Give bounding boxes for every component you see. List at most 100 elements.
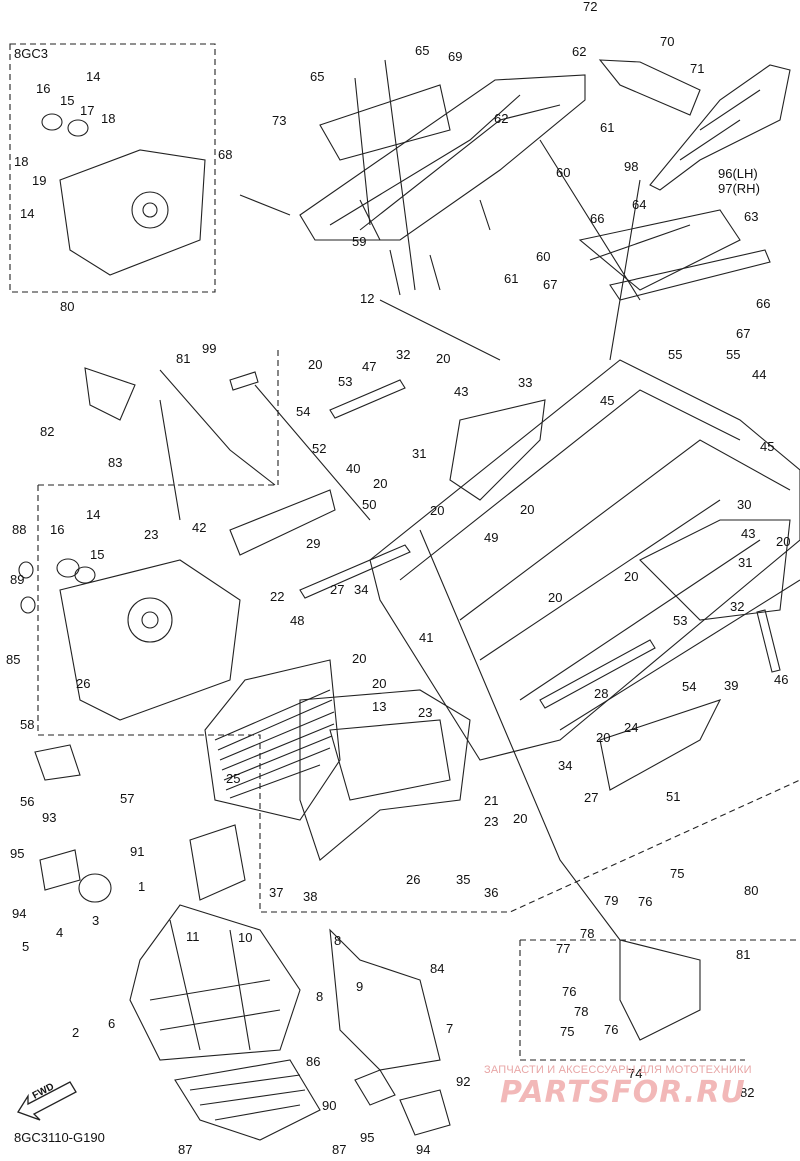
callout-29: 29 [306,536,321,551]
callout-65: 65 [415,43,430,58]
callout-5: 5 [22,939,30,954]
callout-28: 28 [594,686,609,701]
running-board-51 [599,699,722,791]
callout-8: 8 [316,989,324,1004]
callout-20: 20 [430,503,445,518]
callout-73: 73 [272,113,287,128]
callout-46: 46 [774,672,789,687]
callout-38: 38 [303,889,318,904]
callout-95: 95 [10,846,25,861]
callout-1: 1 [138,879,146,894]
callout-4: 4 [56,925,64,940]
callout-87: 87 [332,1142,347,1157]
callout-76: 76 [638,894,653,909]
callout-77: 77 [556,941,571,956]
callout-98: 98 [624,159,639,174]
callout-53: 53 [673,613,688,628]
callout-82: 82 [40,424,55,439]
callout-55: 55 [726,347,741,362]
callout-62: 62 [494,111,509,126]
callout-20: 20 [436,351,451,366]
callout-16: 16 [36,81,51,96]
callout-20: 20 [373,476,388,491]
part-91 [78,873,112,903]
callout-23: 23 [484,814,499,829]
callout-54: 54 [296,404,311,419]
part-90 [354,1069,396,1106]
callout-47: 47 [362,359,377,374]
plate-33 [449,399,546,501]
front-frame-1 [129,904,301,1061]
callout-14: 14 [86,507,101,522]
callout-36: 36 [484,885,499,900]
bracket-7 [329,928,441,1071]
callout-31: 31 [738,555,753,570]
watermark-brand: PARTSFOR.RU [500,1075,746,1110]
label-99 [229,371,259,391]
callout-64: 64 [632,197,647,212]
callout-11: 11 [186,929,200,944]
callout-14: 14 [20,206,35,221]
callout-18: 18 [101,111,116,126]
callout-75: 75 [560,1024,575,1039]
callout-78: 78 [580,926,595,941]
callout-86: 86 [306,1054,321,1069]
callout-82: 82 [740,1085,755,1100]
callout-55: 55 [668,347,683,362]
inset-box-subframe [519,939,800,1061]
callout-43: 43 [454,384,469,399]
inset-box-8gc3 [9,43,216,293]
callout-93: 93 [42,810,57,825]
callout-76: 76 [562,984,577,999]
inset-model-label: 8GC3 [14,46,48,61]
callout-54: 54 [682,679,697,694]
callout-90: 90 [322,1098,337,1113]
callout-26: 26 [406,872,421,887]
callout-6: 6 [108,1016,116,1031]
callout-20: 20 [308,357,323,372]
diagram-code: 8GC3110-G190 [14,1130,105,1145]
callout-9: 9 [356,979,364,994]
callout-20: 20 [624,569,639,584]
callout-81: 81 [736,947,751,962]
callout-41: 41 [419,630,434,645]
callout-66: 66 [756,296,771,311]
callout-17: 17 [80,103,95,118]
callout-18: 18 [14,154,29,169]
callout-85: 85 [6,652,21,667]
callout-44: 44 [752,367,767,382]
inset-casting [59,149,206,276]
callout-83: 83 [108,455,123,470]
callout-50: 50 [362,497,377,512]
bracket-74 [619,939,701,1041]
callout-14: 14 [86,69,101,84]
callout-20: 20 [352,651,367,666]
callout-12: 12 [360,291,375,306]
bulkhead-13 [299,689,471,861]
callout-27: 27 [330,582,345,597]
callout-26: 26 [76,676,91,691]
callout-74: 74 [628,1066,643,1081]
skid-plate-86 [174,1059,321,1141]
plate-73 [319,84,451,161]
callout-24: 24 [624,720,639,735]
callout-72: 72 [583,0,598,14]
rail-63 [578,209,741,291]
callout-88: 88 [12,522,27,537]
mount-10 [189,824,246,901]
callout-15: 15 [60,93,75,108]
part-93 [39,849,81,891]
callout-53: 53 [338,374,353,389]
callout-52: 52 [312,441,327,456]
callout-15: 15 [90,547,105,562]
callout-35: 35 [456,872,471,887]
callout-37: 37 [269,885,284,900]
strip-28 [539,639,656,709]
callout-60: 60 [556,165,571,180]
callout-59: 59 [352,234,367,249]
callout-81: 81 [176,351,191,366]
callout-45: 45 [600,393,615,408]
callout-79: 79 [604,893,619,908]
callout-62: 62 [572,44,587,59]
